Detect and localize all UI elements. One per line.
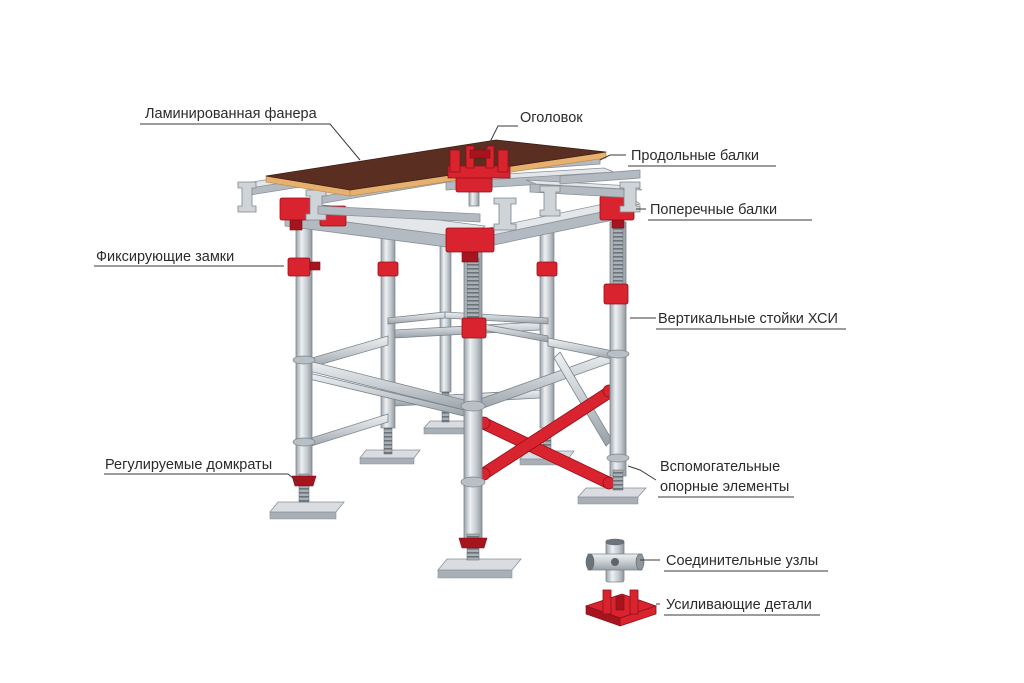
auxiliary-supports bbox=[477, 351, 616, 490]
front-posts bbox=[287, 221, 630, 561]
label-plywood: Ламинированная фанера bbox=[145, 106, 318, 122]
label-vertical-posts: Вертикальные стойки ХСИ bbox=[658, 311, 838, 327]
label-reinforcing: Усиливающие детали bbox=[666, 597, 812, 613]
ledgers bbox=[304, 321, 619, 449]
label-aux-supports-1: Вспомогательные bbox=[660, 459, 780, 475]
leader-lines bbox=[94, 123, 660, 605]
base-plate-back-left bbox=[359, 449, 421, 465]
base-plate-front-right bbox=[577, 487, 647, 505]
reinforcing-part-icon bbox=[584, 589, 658, 627]
label-jacks: Регулируемые домкраты bbox=[105, 457, 272, 473]
labels: Ламинированная фанера Оголовок Продольны… bbox=[96, 106, 846, 616]
label-locks: Фиксирующие замки bbox=[96, 249, 234, 265]
base-plate-front-left bbox=[269, 501, 345, 520]
connector-node-icon bbox=[585, 538, 645, 583]
base-plate-front-mid bbox=[437, 558, 522, 579]
label-aux-supports-2: опорные элементы bbox=[660, 479, 789, 495]
label-connectors: Соединительные узлы bbox=[666, 553, 818, 569]
label-head: Оголовок bbox=[520, 110, 583, 126]
label-cross-beams: Поперечные балки bbox=[650, 202, 777, 218]
label-longitudinal-beams: Продольные балки bbox=[631, 148, 759, 164]
head-unit bbox=[447, 145, 511, 207]
cross-beams bbox=[279, 195, 641, 263]
